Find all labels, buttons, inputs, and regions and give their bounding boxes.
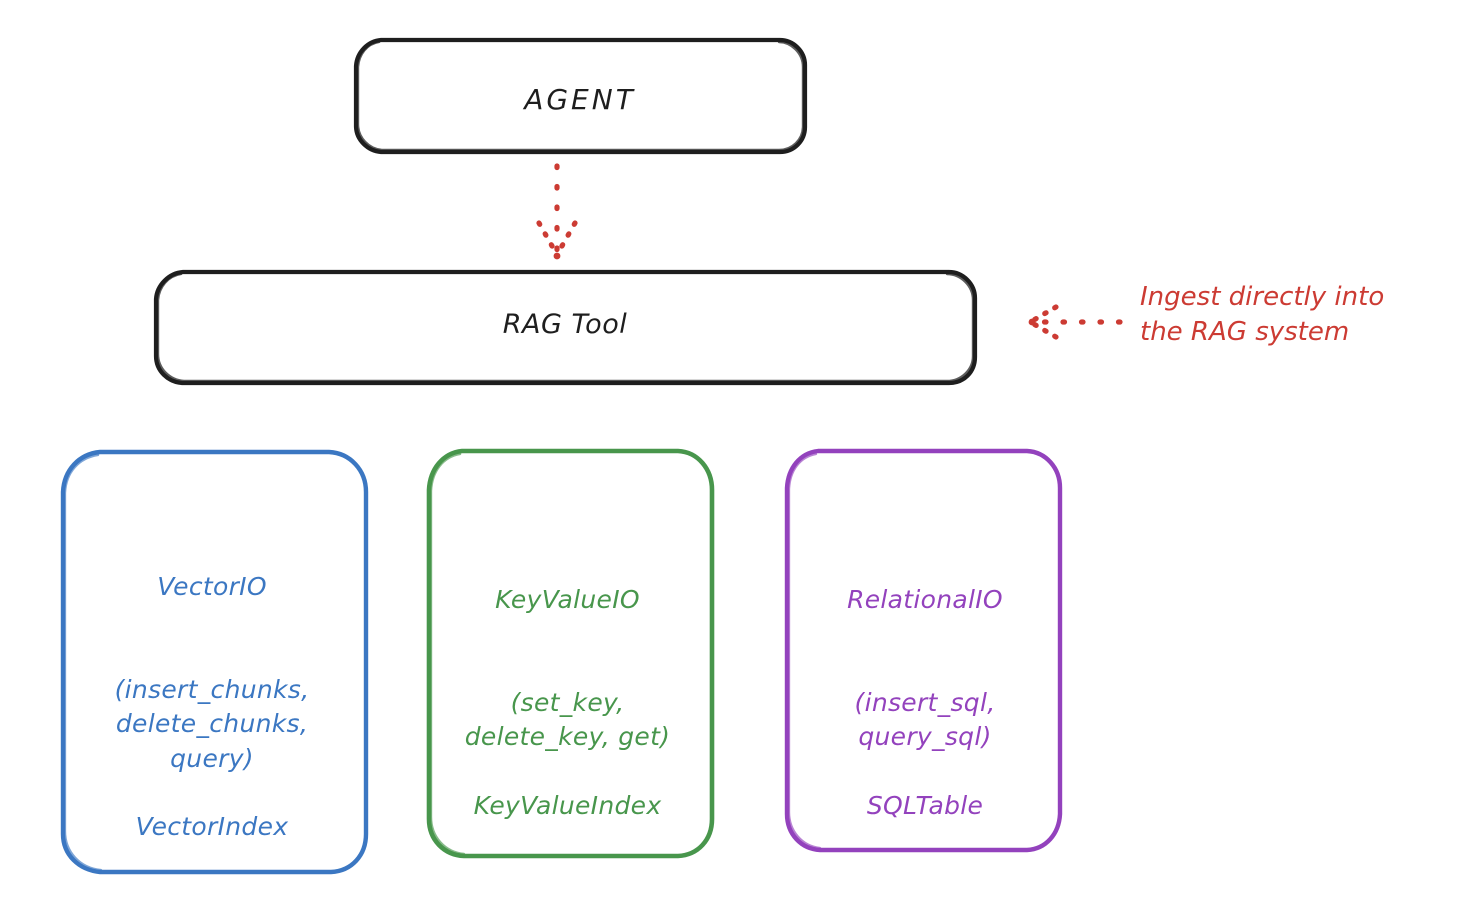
rag-tool-node-label: RAG Tool bbox=[502, 309, 628, 340]
relational-io-card-text: RelationalIO (insert_sql, query_sql) SQL… bbox=[780, 549, 1070, 857]
vector-io-title: VectorIO bbox=[157, 572, 267, 602]
key-value-io-title: KeyValueIO bbox=[495, 585, 640, 615]
vector-io-node-shape[interactable] bbox=[60, 449, 369, 875]
ingest-arrow bbox=[1028, 304, 1123, 340]
key-value-io-methods: (set_key, delete_key, get) bbox=[464, 688, 671, 752]
key-value-io-card-text: KeyValueIO (set_key, delete_key, get) Ke… bbox=[420, 549, 715, 857]
agent-node-label: AGENT bbox=[524, 83, 636, 116]
vector-io-card-text: VectorIO (insert_chunks, delete_chunks, … bbox=[62, 536, 362, 878]
vector-io-methods: (insert_chunks, delete_chunks, query) bbox=[114, 675, 310, 773]
relational-io-index: SQLTable bbox=[866, 790, 984, 820]
ingest-annotation-text: Ingest directly into the RAG system bbox=[1140, 282, 1385, 348]
vector-io-index: VectorIndex bbox=[135, 811, 289, 841]
agent-node-shape[interactable] bbox=[353, 37, 808, 155]
agent-to-rag-arrow bbox=[536, 163, 578, 260]
relational-io-methods: (insert_sql, query_sql) bbox=[854, 688, 996, 752]
key-value-io-index: KeyValueIndex bbox=[473, 790, 662, 820]
rag-tool-node-shape[interactable] bbox=[153, 269, 978, 386]
relational-io-title: RelationalIO bbox=[847, 585, 1003, 615]
relational-io-node-shape[interactable] bbox=[784, 448, 1063, 853]
key-value-io-node-shape[interactable] bbox=[426, 448, 715, 859]
